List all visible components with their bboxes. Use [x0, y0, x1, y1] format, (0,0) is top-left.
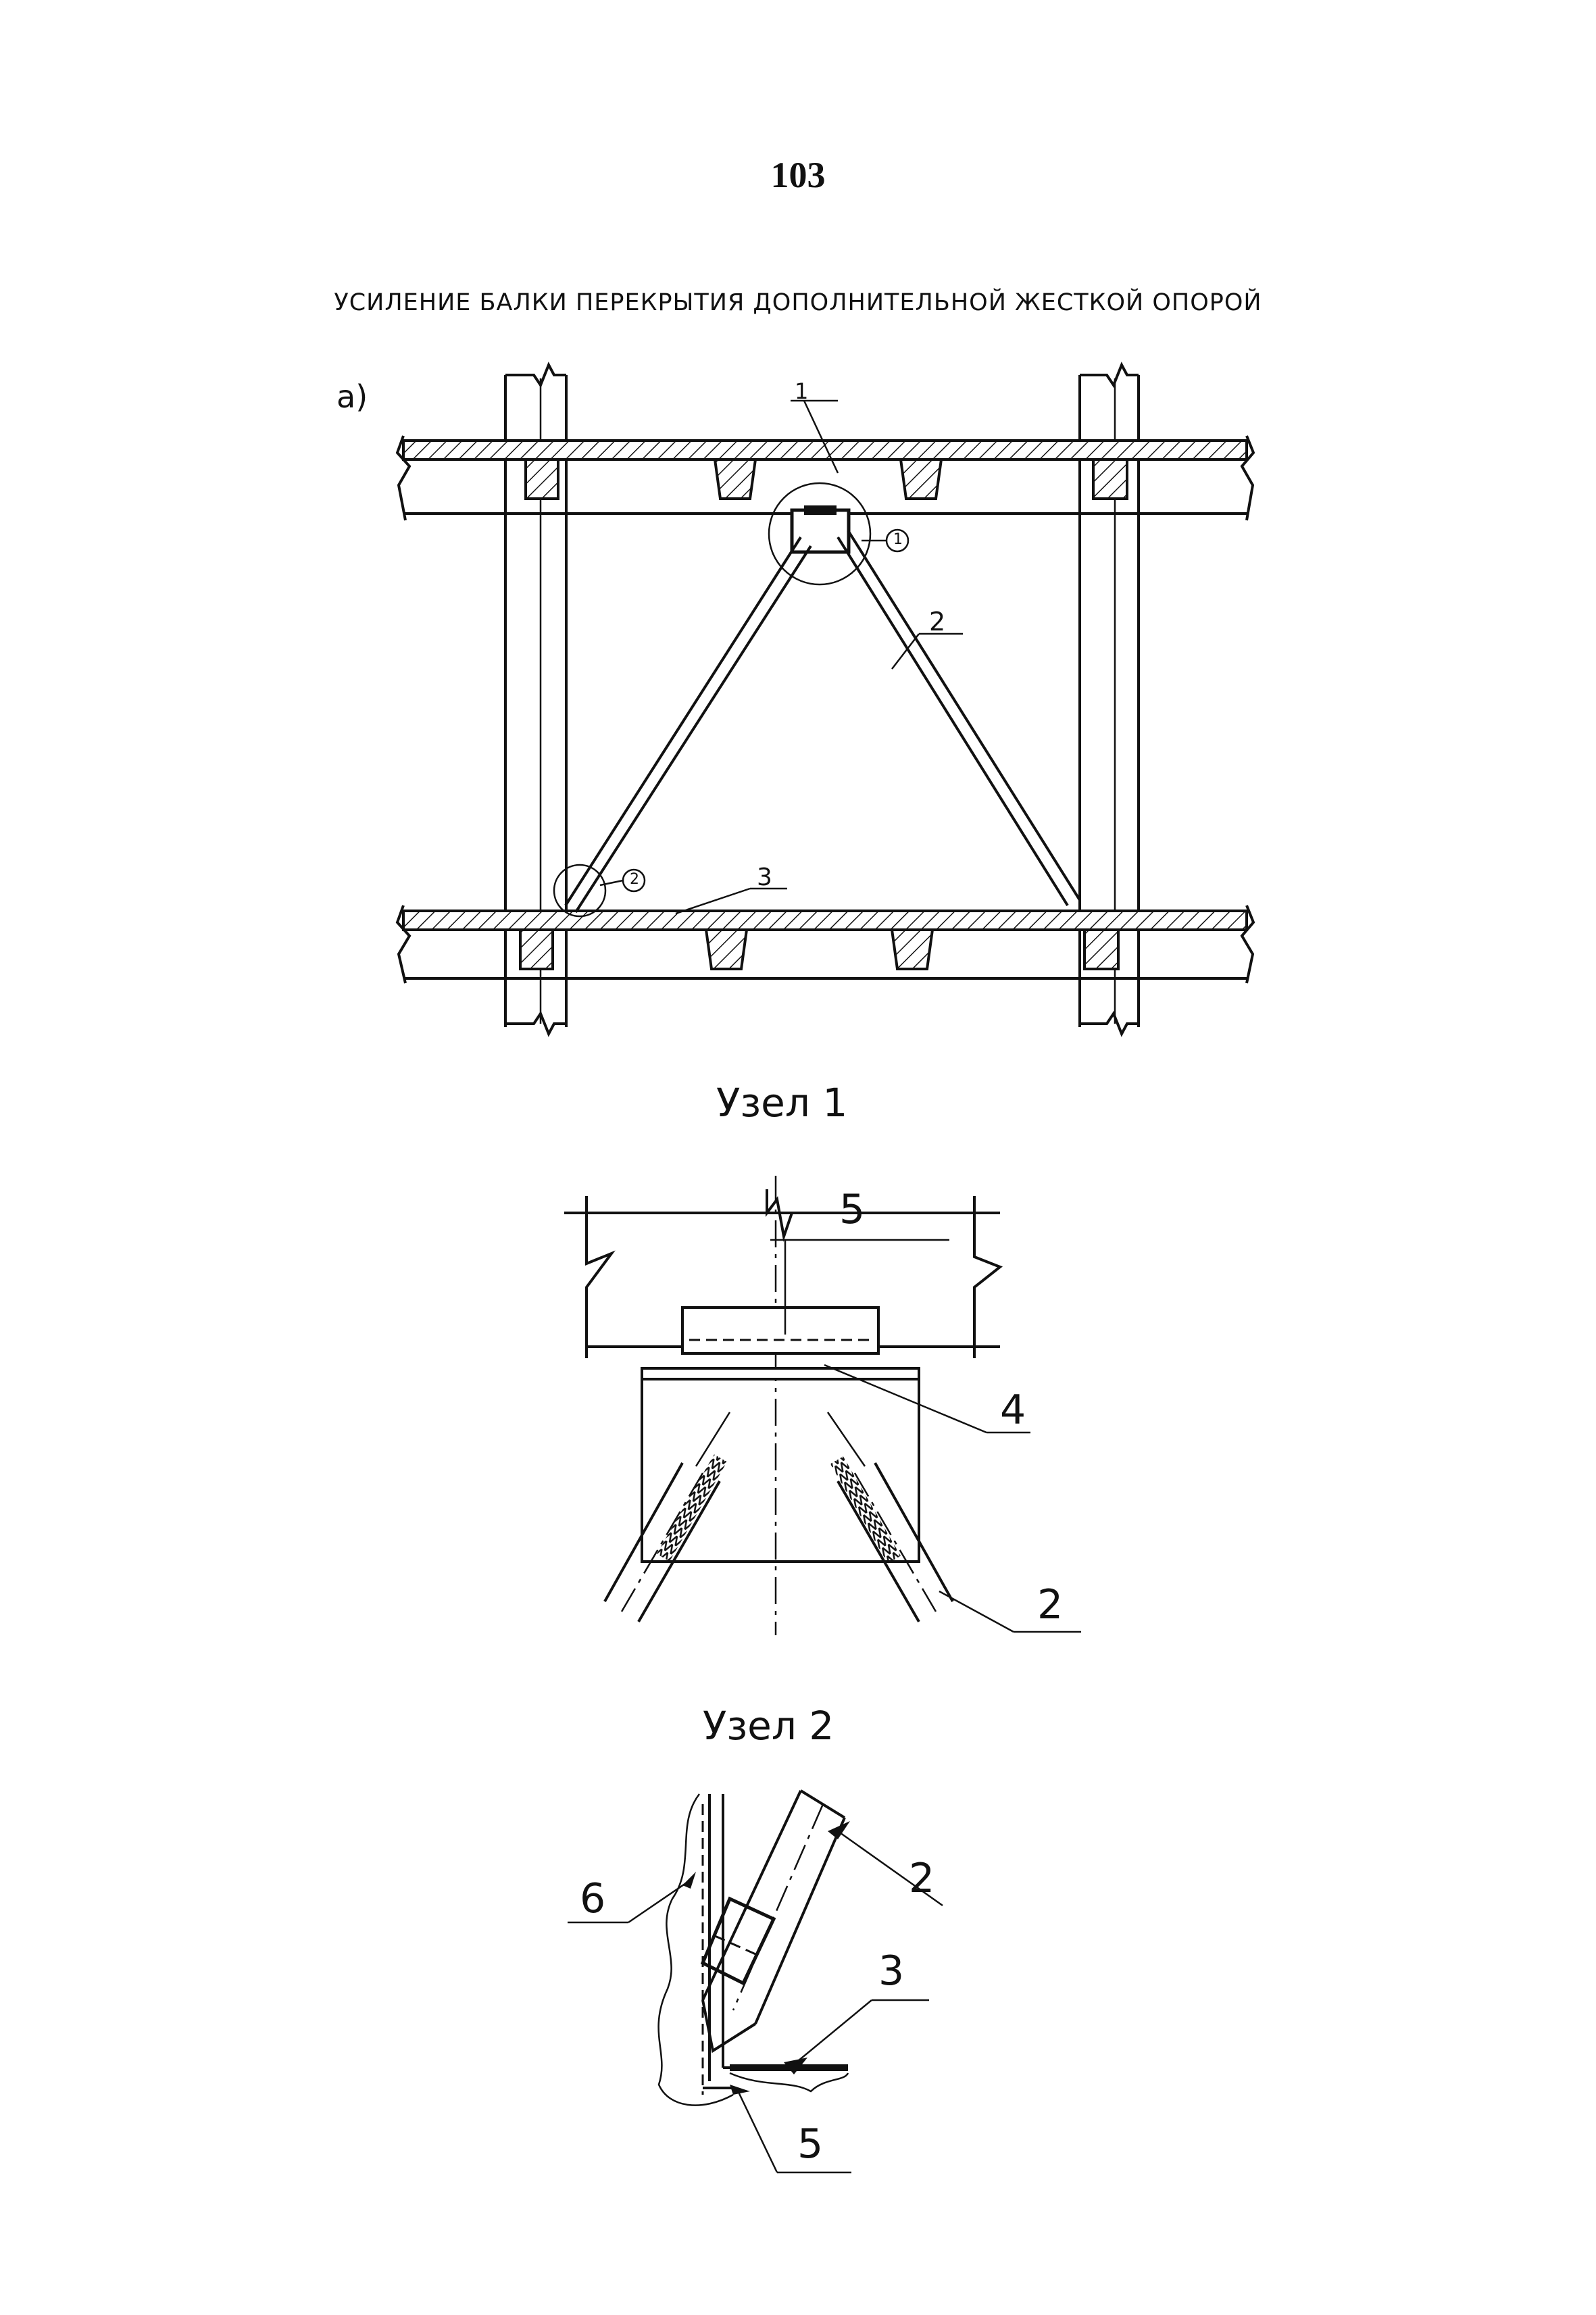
- support-head: [768, 482, 872, 586]
- view-a-callout-2: 2: [929, 607, 946, 637]
- node1-callout-4: 4: [1000, 1387, 1026, 1434]
- node2-strut: [700, 1789, 846, 2053]
- view-a-callout-1: 1: [795, 378, 809, 404]
- node2-callout-2: 2: [909, 1855, 935, 1902]
- view-a-label: а): [336, 378, 368, 415]
- node2-callout-5: 5: [797, 2120, 824, 2168]
- node1-callout-2: 2: [1037, 1581, 1064, 1628]
- page-number: 103: [770, 155, 826, 195]
- node-marker-1: [862, 528, 909, 553]
- node2-callout-6: 6: [580, 1875, 606, 1922]
- node1-right-strut: [830, 1456, 954, 1622]
- node1-heading: Узел 1: [716, 1080, 848, 1126]
- node1-callout-5: 5: [839, 1186, 866, 1233]
- lower-slab: [395, 905, 1255, 984]
- node1-left-strut: [603, 1454, 727, 1622]
- node-marker-2-label: 2: [630, 871, 639, 888]
- node-marker-1-label: 1: [893, 531, 903, 548]
- node2-heading: Узел 2: [703, 1703, 834, 1749]
- node-marker-2: [599, 868, 646, 893]
- node2-callout-3: 3: [878, 1947, 905, 1995]
- view-a-callout-3: 3: [757, 864, 772, 891]
- struts: [553, 529, 1081, 918]
- drawing-title: УСИЛЕНИЕ БАЛКИ ПЕРЕКРЫТИЯ ДОПОЛНИТЕЛЬНОЙ…: [334, 289, 1262, 316]
